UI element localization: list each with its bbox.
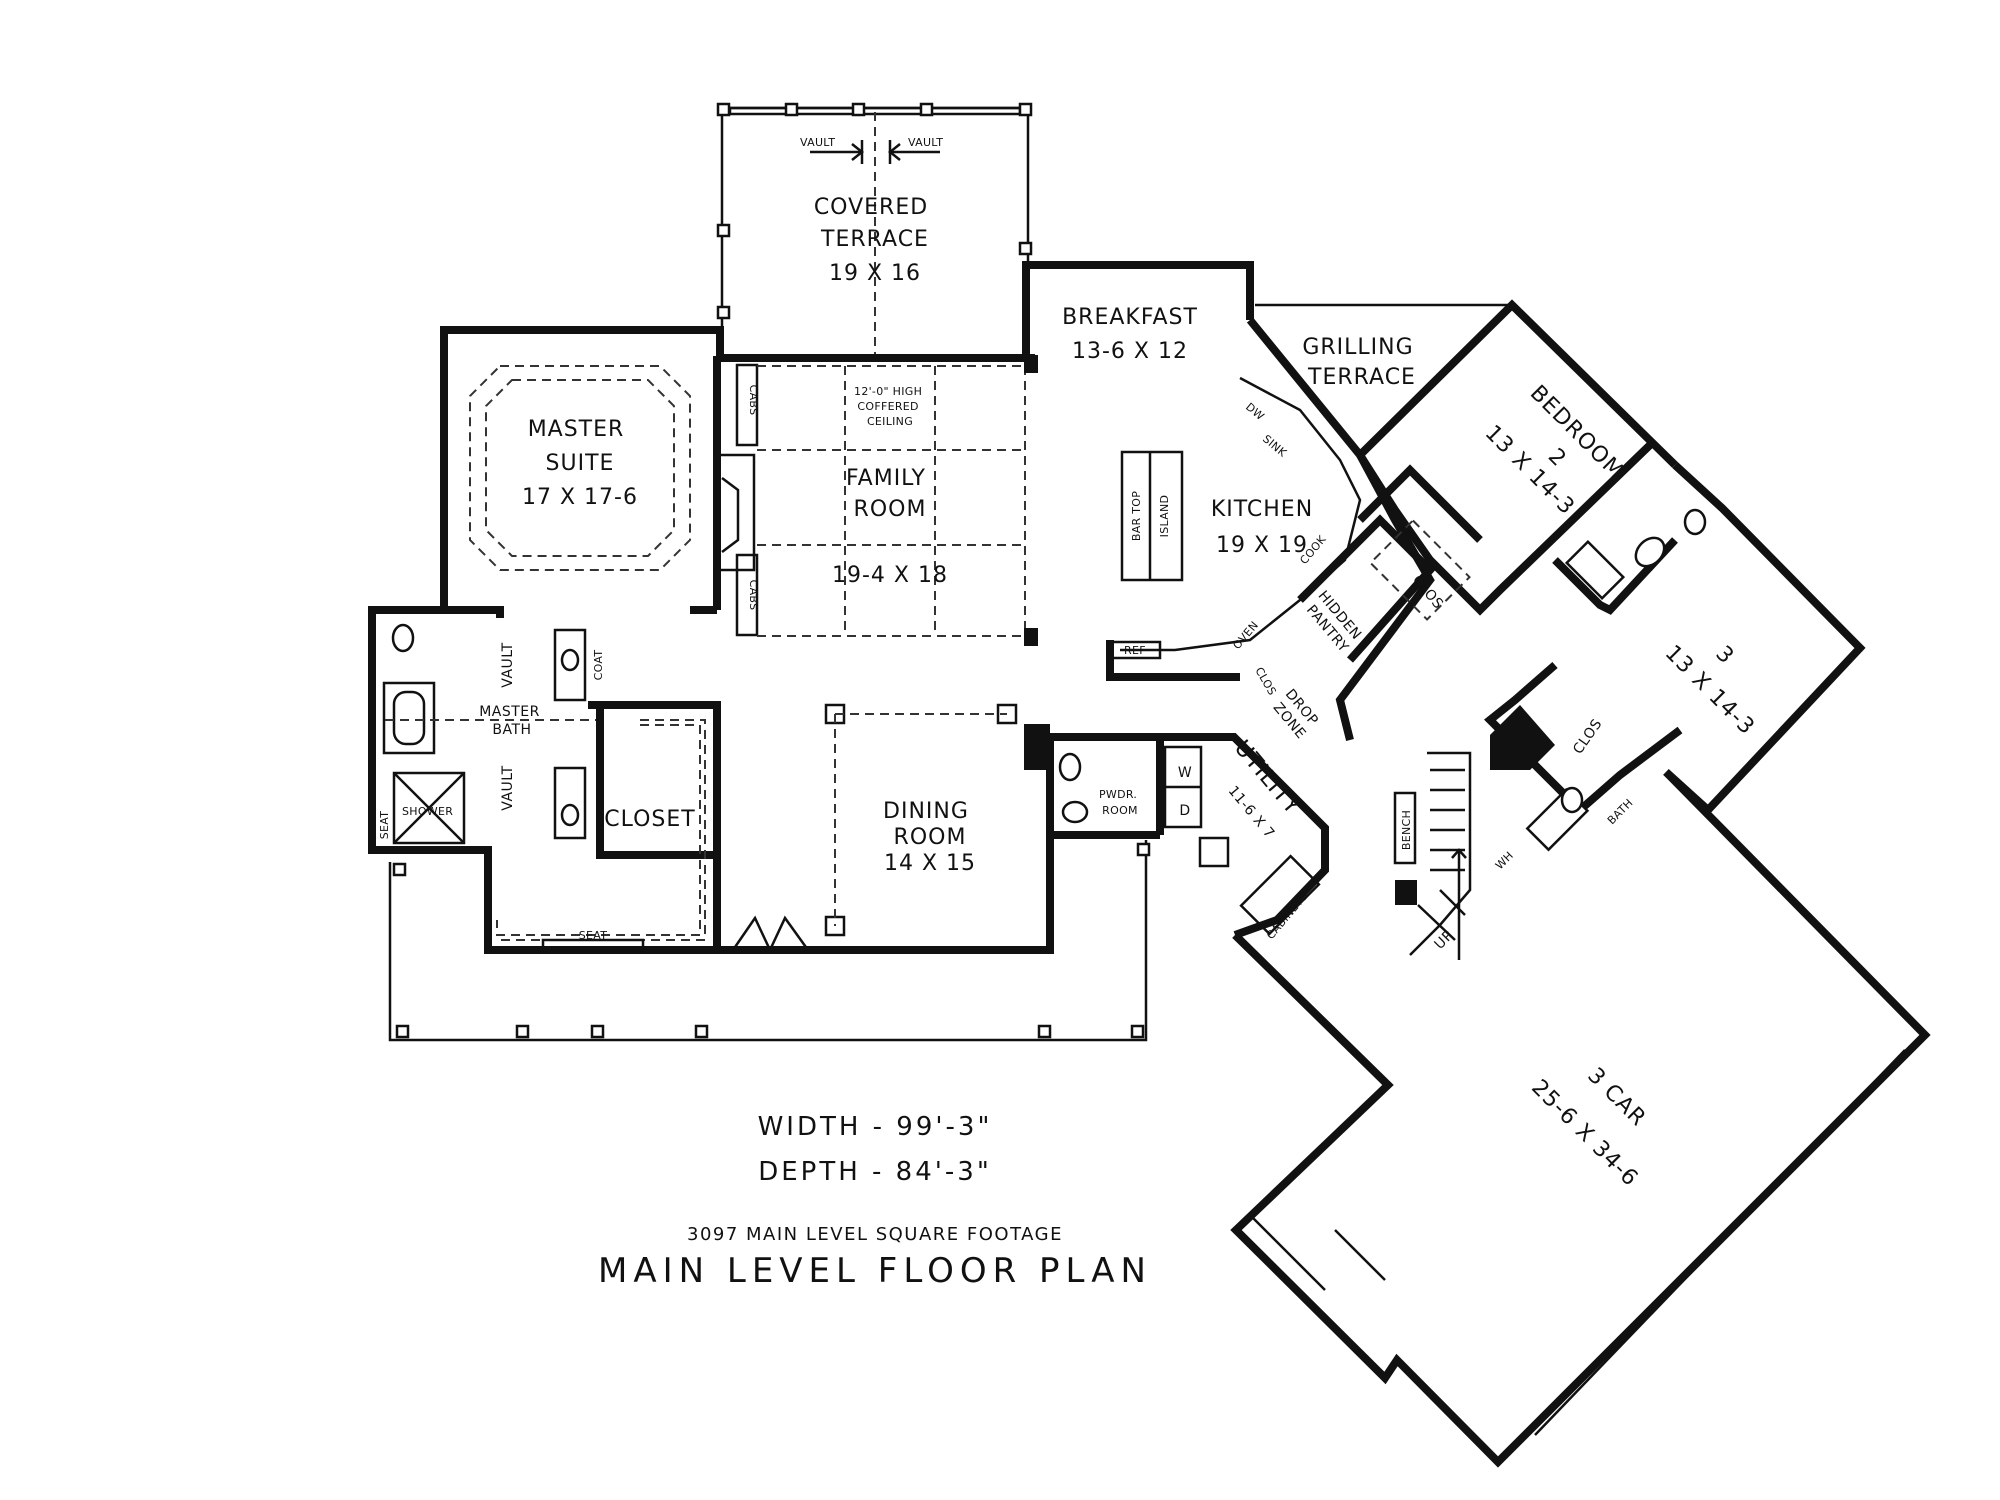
master-bath-label: MASTER BATH: [479, 704, 545, 738]
bedroom3-size: 13 X 14-3: [1660, 641, 1760, 741]
wh-label: WH: [1493, 849, 1516, 872]
family-room-size: 19-4 X 18: [832, 563, 948, 588]
closet-label: CLOSET: [604, 807, 695, 832]
clos-bed2-shelf: [1369, 519, 1471, 621]
stairs: [1393, 705, 1555, 960]
ref-label: REF: [1124, 644, 1146, 657]
width-dimension: WIDTH - 99'-3": [758, 1112, 993, 1142]
family-room-label: FAMILY ROOM: [846, 466, 934, 522]
vault-bath-top: VAULT: [500, 642, 516, 687]
porch-posts: [392, 842, 1151, 1039]
cabs-bottom-label: CABS: [747, 580, 760, 611]
powder-room-fixtures: [1050, 752, 1160, 839]
covered-terrace-label: COVERED TERRACE: [814, 195, 936, 252]
kitchen-size: 19 X 19: [1216, 533, 1308, 558]
kitchen-label: KITCHEN: [1211, 497, 1313, 522]
breakfast-label: BREAKFAST: [1062, 305, 1198, 330]
pantry-walls: [1297, 464, 1483, 663]
bedroom3-label: 3: [1710, 641, 1738, 669]
dining-room-label: DINING ROOM: [883, 799, 977, 850]
bath-fixtures: [1525, 508, 1707, 852]
sink-label: SINK: [1260, 432, 1289, 460]
clos-bed3-label: CLOS: [1570, 716, 1605, 757]
coat-label: COAT: [592, 650, 605, 681]
seat-shower-label: SEAT: [378, 811, 391, 840]
plan-title: MAIN LEVEL FLOOR PLAN: [598, 1251, 1152, 1291]
square-footage: 3097 MAIN LEVEL SQUARE FOOTAGE: [687, 1224, 1063, 1245]
seat-closet-label: SEAT: [579, 929, 608, 942]
family-room-coffer-grid: [757, 365, 1026, 637]
washer-label: W: [1178, 765, 1192, 781]
powder-room-label: PWDR. ROOM: [1099, 788, 1141, 817]
master-suite-size: 17 X 17-6: [522, 485, 638, 510]
front-door: [731, 915, 810, 951]
dryer-label: D: [1179, 803, 1190, 819]
dining-room-size: 14 X 15: [884, 851, 976, 876]
kitchen-island: [1120, 450, 1184, 582]
seat-bench: [541, 938, 645, 952]
cabinets-label: CABINETS: [1264, 890, 1311, 942]
bath-label: BATH: [1605, 796, 1636, 827]
garage-details: [1249, 1049, 1906, 1436]
island-label: ISLAND: [1158, 495, 1171, 538]
grilling-terrace-label: GRILLING TERRACE: [1302, 335, 1421, 390]
cabinet-top: [735, 363, 759, 447]
vault-label-right: VAULT: [908, 136, 943, 149]
master-suite-ceiling: [469, 365, 691, 571]
clos-small-label: CLOS: [1252, 665, 1278, 698]
dining-room-columns: [824, 703, 1050, 937]
exterior-walls: [368, 261, 1931, 1468]
vault-label-left: VAULT: [800, 136, 835, 149]
vault-bath-bottom: VAULT: [500, 765, 516, 810]
cabs-top-label: CABS: [747, 385, 760, 416]
covered-terrace-size: 19 X 16: [829, 261, 921, 286]
bench-label: BENCH: [1400, 810, 1413, 850]
drop-zone-label: DROP ZONE: [1268, 686, 1324, 744]
breakfast-size: 13-6 X 12: [1072, 339, 1188, 364]
family-room-ceiling-note: 12'-0" HIGH COFFERED CEILING: [854, 385, 926, 428]
utility-fixtures: [1163, 745, 1321, 936]
dw-label: DW: [1243, 400, 1267, 423]
master-bath-fixtures: [382, 623, 600, 845]
garage-label: 3 CAR: [1582, 1063, 1650, 1131]
depth-dimension: DEPTH - 84'-3": [758, 1157, 992, 1187]
fireplace: [716, 453, 756, 572]
shower-label: SHOWER: [402, 805, 453, 818]
bar-top-label: BAR TOP: [1130, 491, 1143, 541]
master-suite-label: MASTER SUITE: [528, 417, 633, 476]
cabinet-bottom: [735, 553, 759, 637]
